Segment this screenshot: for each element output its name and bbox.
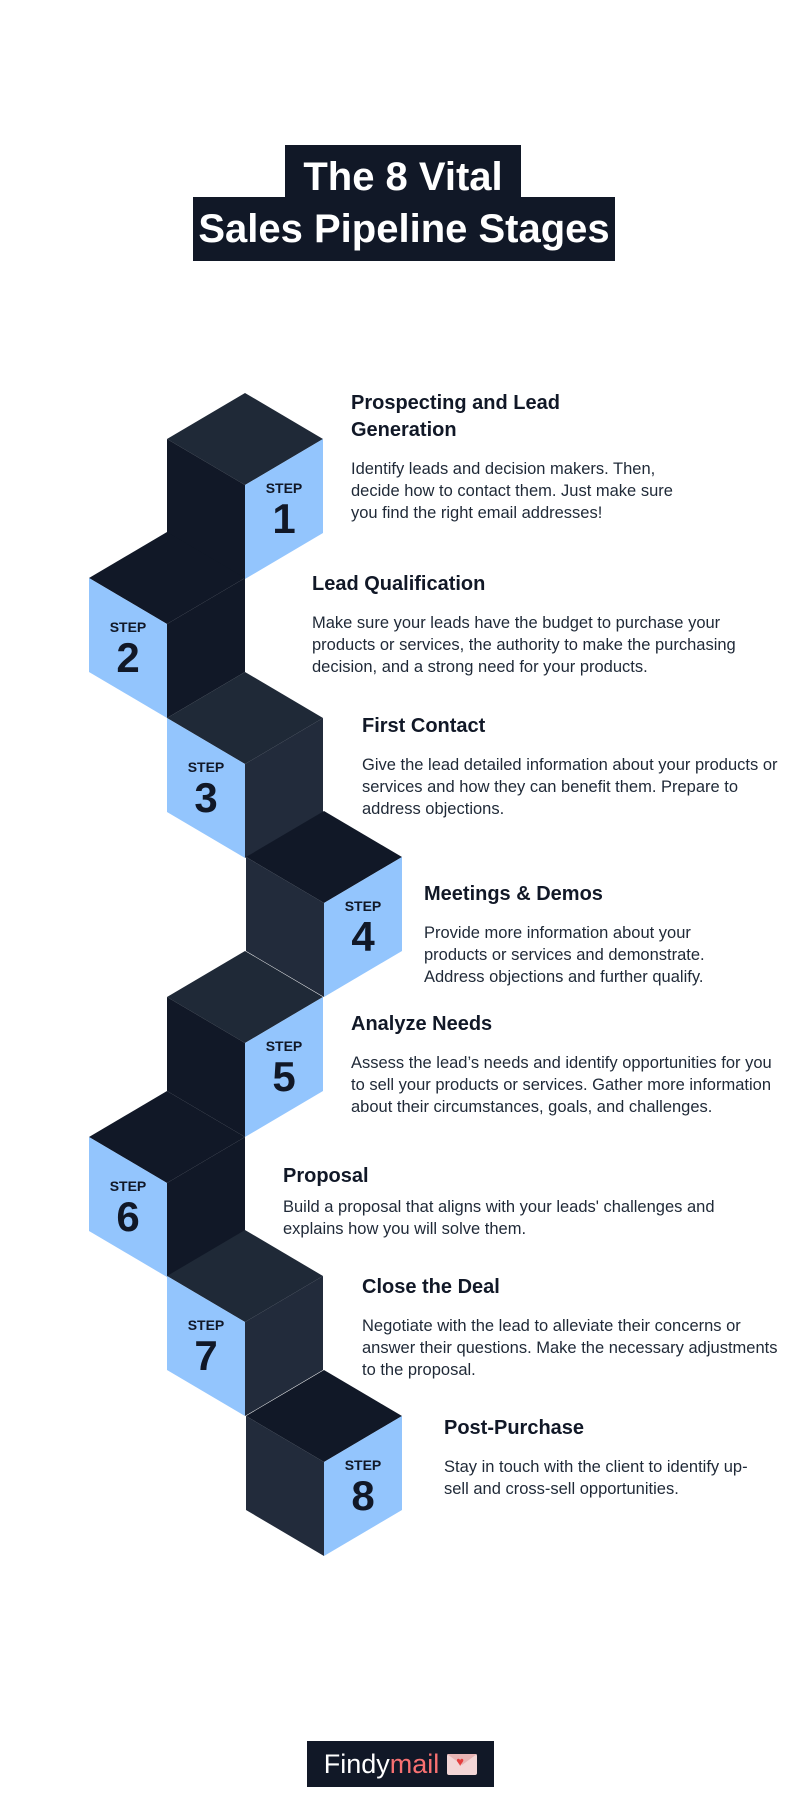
step-title: Post-Purchase [444,1417,585,1439]
step-title: Meetings & Demos [424,883,603,905]
step-title: First Contact [362,715,486,737]
step-5-text: Analyze Needs Assess the lead’s needs an… [351,1011,781,1118]
step-description: Identify leads and decision makers. Then… [351,460,673,522]
step-number-label: 7 [194,1332,217,1379]
step-word-label: STEP [188,1317,225,1333]
step-number-label: 6 [116,1193,139,1240]
step-word-label: STEP [266,1038,303,1054]
step-8-text: Post-Purchase Stay in touch with the cli… [444,1415,764,1500]
step-word-label: STEP [345,1457,382,1473]
step-word-label: STEP [110,619,147,635]
step-title: Analyze Needs [351,1013,493,1035]
page-title-line-2: Sales Pipeline Stages [193,197,615,261]
step-description: Give the lead detailed information about… [362,756,778,818]
step-description: Make sure your leads have the budget to … [312,614,736,676]
cube-side-face [245,1276,323,1416]
cube-label-face [167,718,245,858]
step-number-label: 4 [351,913,375,960]
step-word-label: STEP [345,898,382,914]
step-word-label: STEP [110,1178,147,1194]
logo-word-mail: mail [389,1748,440,1779]
step-number-label: 8 [351,1472,374,1519]
step-title: Close the Deal [362,1276,500,1298]
cube-label-face [324,857,402,997]
step-number-label: 2 [116,634,139,681]
envelope-heart-icon [447,1753,478,1775]
step-number-label: 5 [272,1053,295,1100]
cube-side-face [167,578,245,718]
cube-label-face [245,997,323,1137]
step-title: Proposal [283,1165,369,1187]
cube-label-face [245,439,323,579]
step-description: Assess the lead’s needs and identify opp… [351,1054,772,1116]
cube-label-face [89,1137,167,1277]
step-description: Stay in touch with the client to identif… [444,1458,748,1498]
step-description: Negotiate with the lead to alleviate the… [362,1317,778,1379]
step-description: Build a proposal that aligns with your l… [283,1198,715,1238]
step-number-label: 1 [272,495,295,542]
cube-side-face [167,997,245,1137]
cube-side-face [245,718,323,858]
step-title: Lead Qualification [312,573,486,595]
cube-label-face [167,1276,245,1416]
cube-side-face [246,857,324,997]
step-word-label: STEP [188,759,225,775]
cube-side-face [246,1416,324,1556]
step-word-label: STEP [266,480,303,496]
step-3-text: First Contact Give the lead detailed inf… [362,713,782,820]
step-4-text: Meetings & Demos Provide more informatio… [424,881,754,988]
step-6-text: Proposal Build a proposal that aligns wi… [283,1163,763,1240]
cube-label-face [89,578,167,718]
logo-word-findy: Findy [323,1748,390,1779]
step-2-text: Lead Qualification Make sure your leads … [312,571,772,678]
cube-label-face [324,1416,402,1556]
step-description: Provide more information about your prod… [424,924,705,986]
step-7-text: Close the Deal Negotiate with the lead t… [362,1274,782,1381]
step-number-label: 3 [194,774,217,821]
